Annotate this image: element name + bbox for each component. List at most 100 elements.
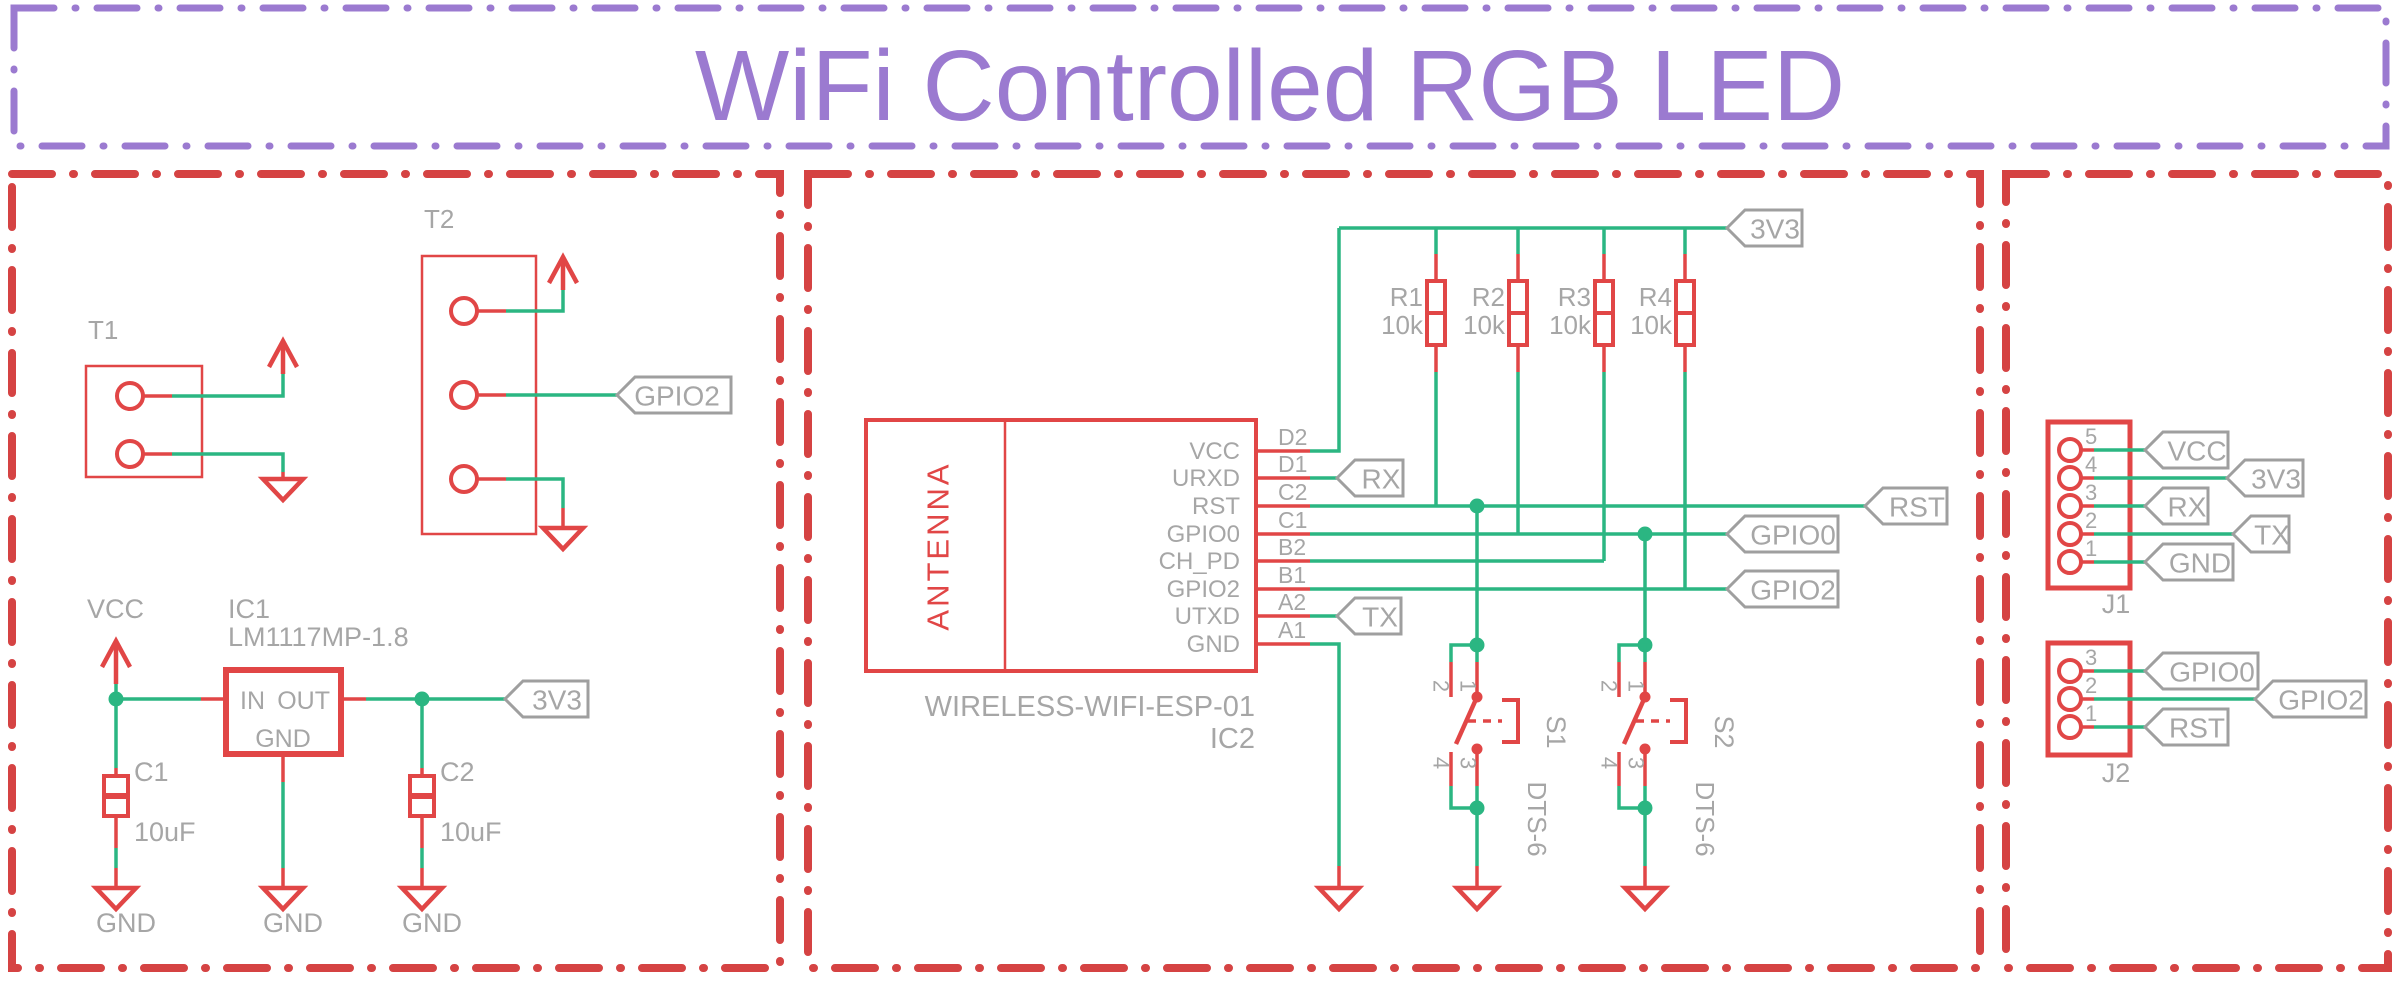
pin-name: UTXD xyxy=(1175,603,1240,630)
terminal-t1[interactable]: T1 xyxy=(84,315,204,479)
gnd-triangle xyxy=(257,476,309,504)
gnd-symbol xyxy=(1313,866,1365,913)
value-label: 10k xyxy=(1630,310,1673,340)
net-tag-j1-gnd[interactable]: GND xyxy=(2142,542,2235,582)
rail-label-vcc: VCC xyxy=(87,594,144,624)
pin-number: 2 xyxy=(1429,680,1454,692)
vcc-symbol xyxy=(100,636,132,684)
net-tag-tx[interactable]: TX xyxy=(1334,596,1403,636)
pin-number: 4 xyxy=(1429,757,1454,769)
ref-label: IC1 xyxy=(228,594,270,624)
net-tag-shape xyxy=(1724,208,1804,248)
net-tag-label: TX xyxy=(2254,520,2290,551)
gnd-symbol: GND xyxy=(396,868,462,938)
net-tag-j1-rx[interactable]: RX xyxy=(2142,486,2210,526)
net-tag-gpio0[interactable]: GPIO0 xyxy=(1724,514,1840,554)
pin-name: VCC xyxy=(1189,438,1240,465)
part-label: DTS-6 xyxy=(1522,781,1552,856)
contact-dot xyxy=(1639,743,1651,755)
switch-s1[interactable]: 2 1 4 3 S1 DTS-6 xyxy=(1429,643,1572,857)
net-tag-3v3[interactable]: 3V3 xyxy=(502,679,590,719)
gnd-triangle xyxy=(1619,885,1671,913)
frame-mcu-section xyxy=(804,170,1984,972)
net-tag-label: RST xyxy=(2169,713,2225,744)
net-tag-j1-tx[interactable]: TX xyxy=(2230,514,2291,554)
net-tag-shape xyxy=(2142,486,2210,526)
net-tag-rx[interactable]: RX xyxy=(1334,458,1405,498)
resistor-r3[interactable]: R3 10k xyxy=(1549,228,1615,372)
gnd-symbol xyxy=(257,472,309,504)
connector-j1[interactable]: 5 4 3 2 1 J1 xyxy=(2045,419,2133,619)
pin-pad: B2 xyxy=(1278,534,1306,560)
pin-name: GPIO2 xyxy=(1167,576,1240,603)
gnd-label: GND xyxy=(402,908,462,938)
pin-name: GPIO0 xyxy=(1167,521,1240,548)
pin-number: 3 xyxy=(1456,757,1481,769)
pin-name-gnd: GND xyxy=(255,725,311,753)
net-tag-shape xyxy=(2142,430,2230,470)
switch-s2[interactable]: 2 1 4 3 S2 DTS-6 xyxy=(1597,643,1740,857)
gnd-label: GND xyxy=(263,908,323,938)
net-tag-gpio2[interactable]: GPIO2 xyxy=(614,375,733,415)
net-tag-j2-gpio0[interactable]: GPIO0 xyxy=(2142,651,2260,691)
title-block-border xyxy=(10,4,2390,150)
pin-name: URXD xyxy=(1172,465,1240,492)
net-tag-shape xyxy=(1334,458,1405,498)
actuator-bracket xyxy=(1670,698,1688,744)
part-label: WIRELESS-WIFI-ESP-01 xyxy=(925,691,1255,723)
pin-pad: D2 xyxy=(1278,424,1307,450)
net-tag-label: GPIO2 xyxy=(1750,575,1836,606)
value-label: 10k xyxy=(1381,310,1424,340)
ref-label: R2 xyxy=(1472,282,1505,312)
wire-esp-gnd xyxy=(1310,642,1341,866)
net-tag-label: GPIO0 xyxy=(2169,657,2255,688)
net-tag-rst[interactable]: RST xyxy=(1862,486,1949,526)
ref-label: S1 xyxy=(1541,715,1571,748)
ref-label: R3 xyxy=(1558,282,1591,312)
net-tag-label: TX xyxy=(1362,602,1398,633)
wire-t1-vcc xyxy=(172,374,285,398)
net-tag-shape xyxy=(2142,707,2230,747)
net-tag-shape xyxy=(2224,458,2305,498)
wire-t2-vcc xyxy=(506,290,565,313)
net-tag-j1-vcc[interactable]: VCC xyxy=(2142,430,2230,470)
capacitor-c2[interactable]: C2 10uF xyxy=(408,757,502,848)
ref-label: T1 xyxy=(88,315,118,345)
net-tag-j2-rst[interactable]: RST xyxy=(2142,707,2230,747)
value-label: 10uF xyxy=(440,817,502,847)
net-tag-j2-gpio2[interactable]: GPIO2 xyxy=(2252,679,2368,719)
net-tag-label: 3V3 xyxy=(1750,214,1800,245)
net-tag-shape xyxy=(1724,569,1840,609)
net-tag-j1-3v3[interactable]: 3V3 xyxy=(2224,458,2305,498)
gnd-triangle xyxy=(90,885,142,913)
net-tag-3v3-rail[interactable]: 3V3 xyxy=(1724,208,1804,248)
resistor-r4[interactable]: R4 10k xyxy=(1630,228,1696,372)
net-tag-gpio2-mid[interactable]: GPIO2 xyxy=(1724,569,1840,609)
vcc-arrow-head xyxy=(547,252,579,285)
net-tag-label: VCC xyxy=(2167,436,2226,467)
actuator-bracket xyxy=(1502,698,1520,744)
net-tag-label: RX xyxy=(1362,464,1401,495)
pin-number: 1 xyxy=(1624,680,1649,692)
net-tag-shape xyxy=(2142,542,2235,582)
esp-module-ic2[interactable]: ANTENNA VCC URXD RST GPIO0 CH_PD GPIO2 U… xyxy=(864,418,1310,755)
net-tag-label: GPIO0 xyxy=(1750,520,1836,551)
regulator-ic1[interactable]: IC1 LM1117MP-1.8 IN OUT GND xyxy=(201,594,409,782)
pin-pad: A2 xyxy=(1278,589,1306,615)
ref-label: R4 xyxy=(1639,282,1672,312)
net-tag-shape xyxy=(1724,514,1840,554)
gnd-triangle xyxy=(537,525,589,553)
net-tag-shape xyxy=(1862,486,1949,526)
net-tag-label: 3V3 xyxy=(2251,464,2301,495)
pin-pad: D1 xyxy=(1278,451,1307,477)
resistor-r1[interactable]: R1 10k xyxy=(1381,228,1447,372)
net-tag-label: 3V3 xyxy=(532,685,582,716)
pin-number: 4 xyxy=(1597,757,1622,769)
resistor-r2[interactable]: R2 10k xyxy=(1463,228,1529,372)
wire-t2-gnd xyxy=(506,477,565,508)
gnd-symbol xyxy=(1451,866,1503,913)
capacitor-c1[interactable]: C1 10uF xyxy=(102,757,196,848)
contact-dot xyxy=(1471,743,1483,755)
